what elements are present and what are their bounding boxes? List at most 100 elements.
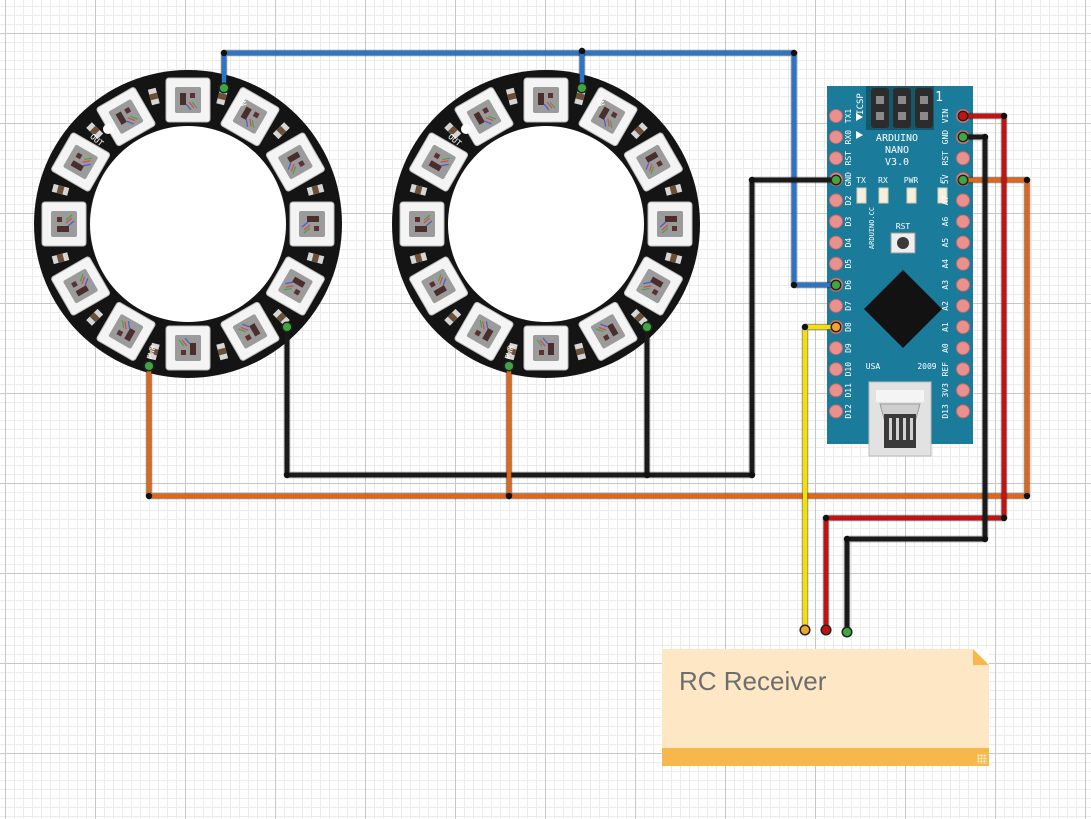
header-pin-right [956, 298, 970, 313]
pwr-label: PWR [503, 344, 516, 361]
board-title-line2: NANO [885, 145, 909, 156]
led-die [650, 276, 664, 288]
cap-body [507, 92, 517, 101]
pin-label-rst: RST [844, 151, 853, 166]
note-fold-corner [973, 649, 989, 665]
wire-bend [1023, 176, 1031, 184]
led-bond-wire [643, 285, 652, 288]
ws2812-led [41, 201, 87, 247]
led-bond-wire [303, 224, 311, 231]
pin-label-a2: A2 [941, 301, 950, 311]
led-bond-wire [287, 162, 292, 170]
led-lens [175, 335, 201, 361]
led-lens [63, 268, 98, 304]
led-die [482, 107, 490, 114]
led-bond-wire [439, 276, 444, 285]
header-pin-left [829, 214, 843, 229]
rst-button-label: RST [896, 222, 911, 231]
ws2812-led [399, 201, 445, 247]
led-bond-wire [650, 166, 655, 175]
header-pin-left [829, 341, 843, 356]
note-resize-grip[interactable] [977, 754, 987, 764]
led-die [249, 323, 261, 337]
led-bond-wire [290, 163, 295, 172]
pin-label-a4: A4 [941, 259, 950, 269]
led-lens [590, 314, 626, 349]
led-die [429, 280, 436, 288]
led-bond-wire [67, 220, 75, 227]
header-pin-right [956, 235, 970, 250]
led-bond-wire [542, 337, 549, 345]
pin1-arrow [856, 131, 863, 139]
header-pin-left [829, 383, 843, 398]
cap-body [149, 347, 159, 356]
led-die [672, 226, 677, 231]
wire-bend [748, 176, 756, 184]
led-bond-wire [609, 120, 613, 129]
rc-receiver-note[interactable]: RC Receiver [662, 649, 989, 766]
wire-bend [801, 323, 809, 331]
pin-label-a6: A6 [941, 217, 950, 227]
led-die [116, 329, 124, 337]
led-bond-wire [124, 321, 127, 330]
pin-label-vin: VIN [941, 109, 950, 124]
led-die [244, 334, 252, 341]
led-bond-wire [285, 281, 294, 285]
led-die [190, 343, 196, 355]
wire-endpoints [143, 47, 1031, 638]
led-lens [278, 144, 313, 180]
led-lens [409, 211, 435, 237]
pin-label-a3: A3 [941, 280, 950, 290]
status-led [878, 187, 889, 204]
icsp-pin [876, 96, 884, 104]
led-bond-wire [65, 214, 73, 221]
led-bond-wire [543, 103, 550, 111]
led-bond-wire [237, 328, 246, 333]
led-lens [466, 99, 502, 134]
cap-body [311, 253, 320, 263]
cap-body [575, 347, 585, 356]
led-lens [421, 268, 456, 304]
led-bond-wire [661, 224, 669, 231]
led-die [602, 334, 610, 341]
led-die [610, 111, 618, 119]
led-die [252, 111, 260, 119]
led-bond-wire [181, 339, 188, 347]
status-led [937, 187, 948, 204]
usb-contact [903, 418, 906, 440]
cap-body [56, 253, 65, 263]
cap-body [634, 125, 645, 136]
pin-label-d6: D6 [844, 280, 853, 290]
pin-label-a7: A7 [941, 195, 950, 205]
led-die [665, 216, 677, 222]
header-pin-left [829, 193, 843, 208]
led-die [180, 93, 186, 105]
led-bond-wire [178, 339, 185, 347]
smd-capacitor [574, 342, 587, 361]
led-die [287, 151, 301, 163]
ring-hole [90, 126, 286, 322]
led-bond-wire [249, 118, 252, 127]
pin-label-d2: D2 [844, 195, 853, 205]
ring2-pwr-pin [503, 360, 515, 372]
led-bond-wire [479, 319, 483, 328]
led-label-tx: TX [856, 176, 866, 185]
led-bond-wire [440, 160, 449, 163]
pin-label-d4: D4 [844, 238, 853, 248]
note-bottom-bar [662, 748, 989, 766]
icsp-label: ICSP [856, 93, 866, 115]
led-bond-wire [130, 115, 139, 120]
ws2812-led [265, 132, 325, 192]
led-lens [421, 144, 456, 180]
led-die [75, 285, 89, 297]
header-pin-left [829, 151, 843, 166]
rc-signal-end [799, 624, 811, 636]
led-bond-wire [191, 101, 198, 109]
smd-capacitor [444, 122, 462, 140]
led-bond-wire [546, 101, 553, 109]
led-die [415, 217, 420, 222]
led-bond-wire [549, 101, 556, 109]
wire-bend [505, 492, 513, 500]
